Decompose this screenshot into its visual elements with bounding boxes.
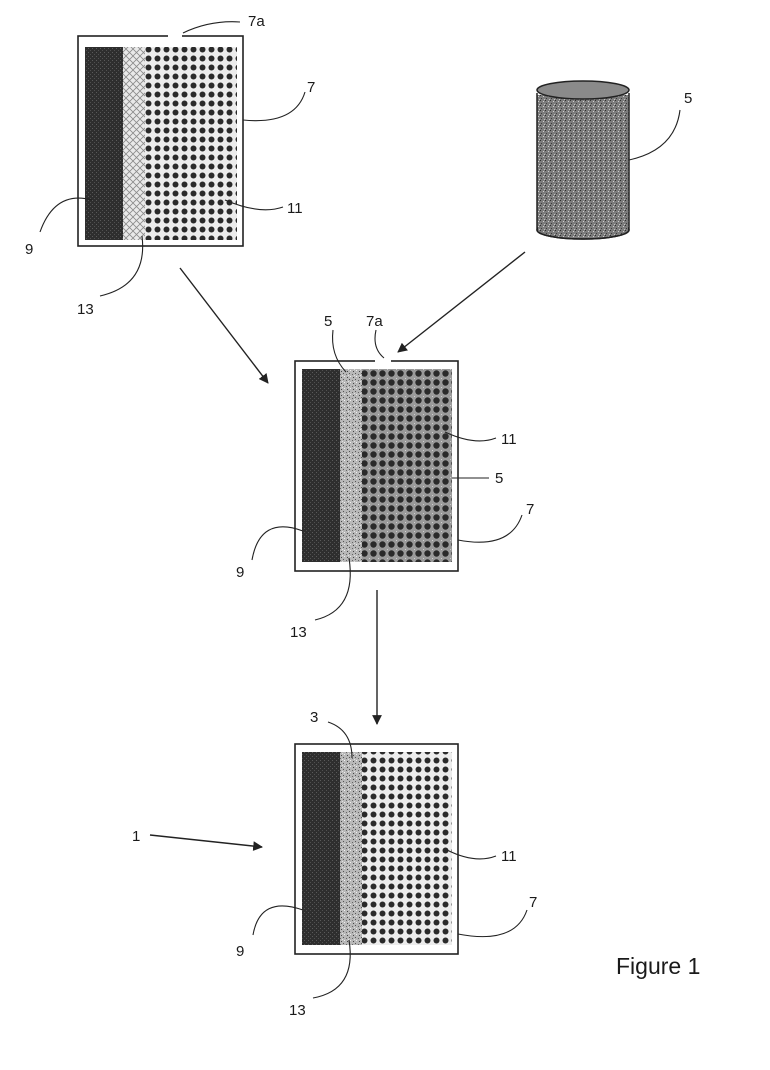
bottom-7-label: 7 — [529, 894, 537, 911]
middle-opening-gap — [375, 357, 391, 365]
middle-particle-bed — [362, 369, 452, 562]
arrow-to-bottom-assembly — [150, 835, 262, 847]
top-porous-body — [85, 47, 123, 240]
arrow-cylinder-to-middle — [398, 252, 525, 352]
bottom-1-label: 1 — [132, 828, 140, 845]
middle-7-leader — [458, 515, 522, 542]
cylinder-5-leader — [629, 110, 680, 160]
bottom-9-label: 9 — [236, 943, 244, 960]
middle-porous-body — [302, 369, 340, 562]
middle-7a-leader — [375, 330, 384, 358]
top-7a-label: 7a — [248, 13, 265, 30]
top-13-label: 13 — [77, 301, 94, 318]
top-particle-bed — [145, 47, 237, 240]
cylinder-top — [537, 81, 629, 99]
top-9-label: 9 — [25, 241, 33, 258]
middle-interface-layer — [340, 369, 362, 562]
top-interface-layer — [123, 47, 145, 240]
middle-7a-label: 7a — [366, 313, 383, 330]
cylinder-material: 5 — [537, 81, 692, 239]
middle-7-label: 7 — [526, 501, 534, 518]
middle-11-label: 11 — [501, 431, 517, 448]
middle-9-label: 9 — [236, 564, 244, 581]
bottom-7-leader — [458, 910, 527, 937]
bottom-3-label: 3 — [310, 709, 318, 726]
middle-5-top-label: 5 — [324, 313, 332, 330]
bottom-13-label: 13 — [289, 1002, 306, 1019]
middle-13-label: 13 — [290, 624, 307, 641]
bottom-assembly: 3 1 11 7 9 13 — [132, 709, 537, 1019]
top-7-label: 7 — [307, 79, 315, 96]
top-assembly: 7a 7 11 9 13 — [25, 13, 315, 318]
cylinder-body — [537, 95, 629, 230]
arrow-top-to-middle — [180, 268, 268, 383]
figure-caption: Figure 1 — [616, 953, 700, 979]
top-11-label: 11 — [287, 200, 303, 217]
bottom-porous-body — [302, 752, 340, 945]
top-7a-leader — [183, 22, 240, 33]
middle-5-side-label: 5 — [495, 470, 503, 487]
bottom-interface-layer — [340, 752, 362, 945]
top-opening-gap — [168, 32, 182, 40]
middle-assembly: 5 7a 11 5 7 9 13 — [236, 313, 534, 641]
bottom-particle-bed — [362, 752, 452, 945]
top-7-leader — [243, 92, 305, 121]
bottom-11-label: 11 — [501, 848, 517, 865]
cylinder-5-label: 5 — [684, 90, 692, 107]
